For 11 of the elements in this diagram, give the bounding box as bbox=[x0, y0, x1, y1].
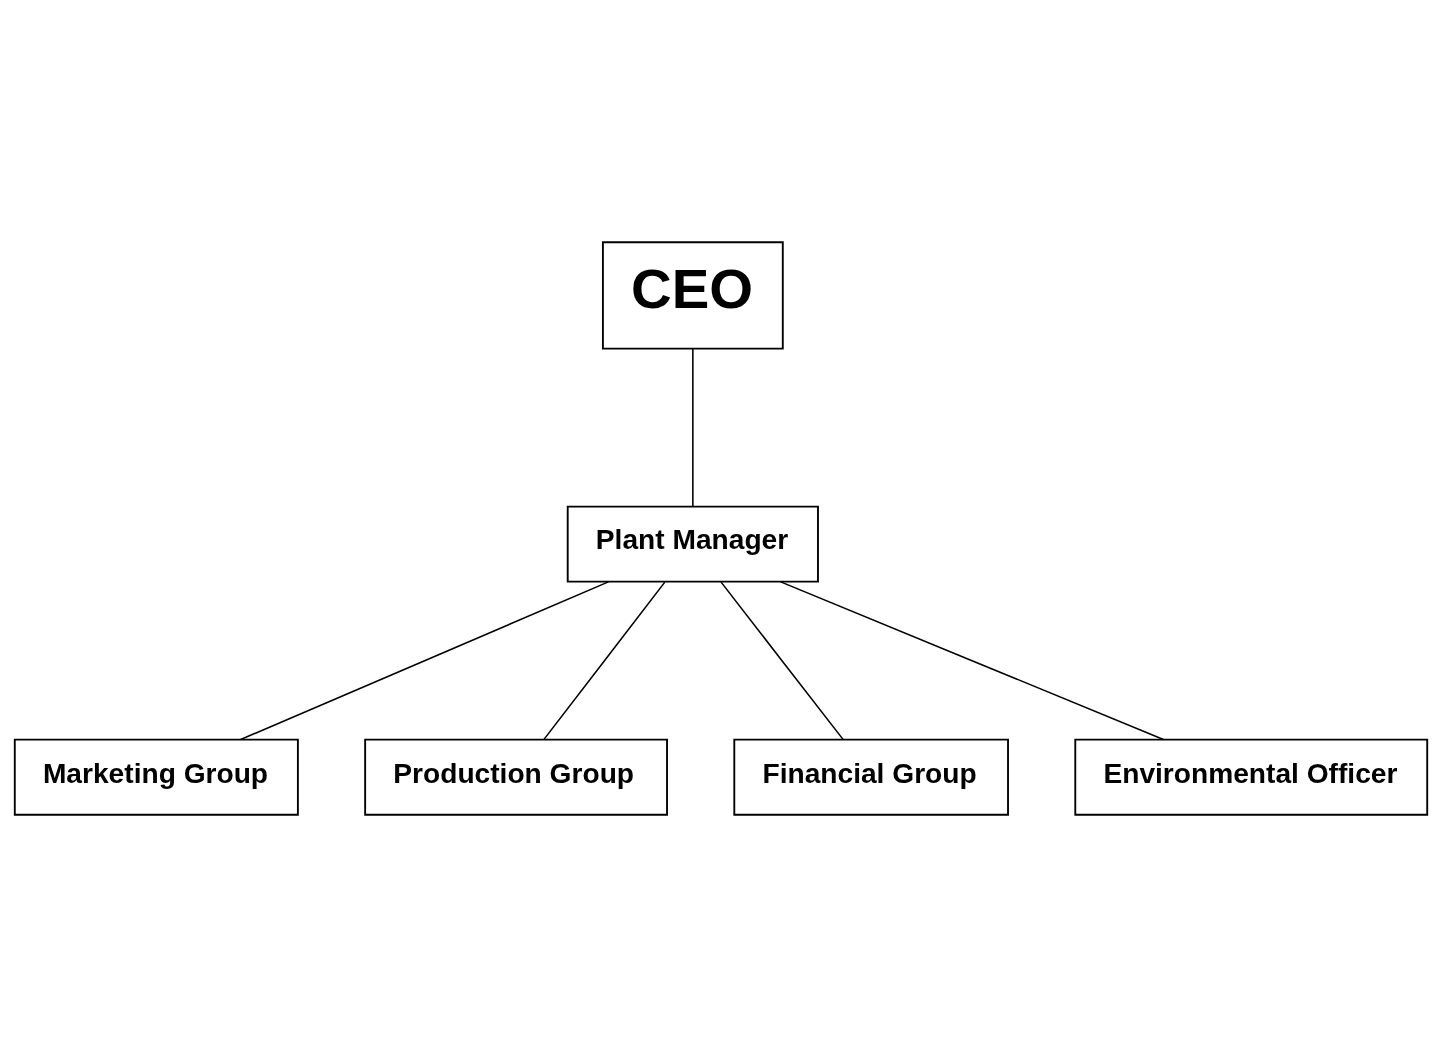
node-box: Marketing Group bbox=[13, 738, 299, 816]
node-box: CEO bbox=[601, 241, 784, 350]
node-box: Production Group bbox=[364, 738, 668, 816]
connector bbox=[239, 581, 610, 741]
connector bbox=[779, 581, 1165, 741]
connector bbox=[543, 581, 666, 741]
node-box: Plant Manager bbox=[566, 505, 819, 583]
connector bbox=[692, 348, 694, 508]
node-box: Environmental Officer bbox=[1074, 738, 1429, 816]
connector bbox=[720, 581, 844, 741]
node-box: Financial Group bbox=[733, 738, 1009, 816]
